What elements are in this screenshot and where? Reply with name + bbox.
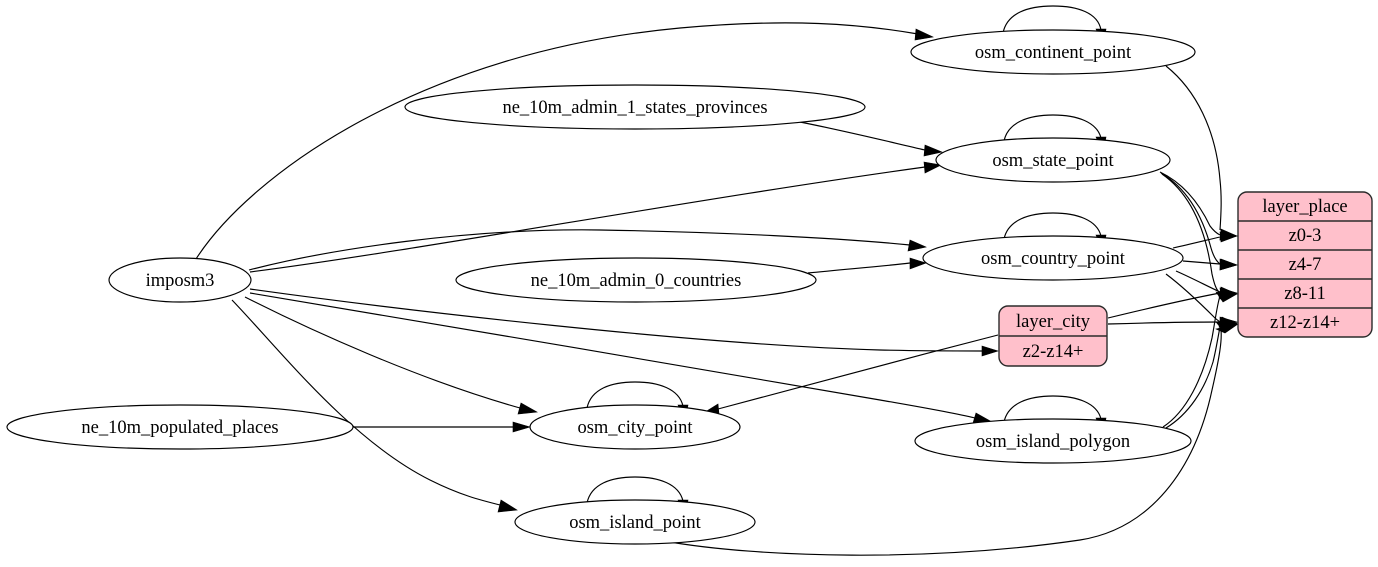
edge-imposm3-to-osm_state_point — [249, 166, 926, 273]
edge-osm_state_point-to-layer_place-z0-3 — [1159, 171, 1221, 236]
node-label-osm_continent_point: osm_continent_point — [975, 43, 1132, 63]
edge-self-loop-osm_country_point — [1003, 212, 1102, 240]
node-osm_city_point[interactable]: osm_city_point — [529, 404, 741, 450]
edge-imposm3-to-osm_island_point — [231, 299, 501, 506]
edge-osm_state_point-to-layer_place-z4-7 — [1160, 172, 1221, 265]
arrowhead-icon — [512, 421, 532, 433]
node-label-osm_country_point: osm_country_point — [981, 249, 1126, 269]
node-ellipse-osm_country_point[interactable] — [922, 235, 1184, 281]
node-osm_island_polygon[interactable]: osm_island_polygon — [914, 418, 1192, 464]
node-ellipse-ne_10m_populated_places[interactable] — [6, 404, 354, 450]
node-ellipse-osm_state_point[interactable] — [935, 137, 1171, 183]
node-ellipse-ne_10m_admin_0_countries[interactable] — [455, 257, 817, 303]
arrowhead-icon — [909, 257, 927, 270]
node-ellipse-osm_continent_point[interactable] — [910, 29, 1196, 75]
edge-osm_continent_point-to-layer_place-z0-3 — [1165, 65, 1222, 231]
node-ne_10m_admin_1_states_provinces[interactable]: ne_10m_admin_1_states_provinces — [404, 84, 866, 130]
node-osm_island_point[interactable]: osm_island_point — [514, 499, 756, 545]
record-layer_place-row-0[interactable]: z0-3 — [1289, 226, 1322, 246]
node-label-osm_island_point: osm_island_point — [569, 513, 701, 533]
edge-imposm3-to-osm_continent_point — [195, 22, 919, 260]
arrowhead-icon — [923, 144, 943, 157]
edge-osm_island_point-to-layer_place-z12-z14+ — [663, 329, 1222, 556]
node-label-osm_island_polygon: osm_island_polygon — [976, 432, 1130, 452]
edge-imposm3-to-osm_city_point — [244, 296, 521, 409]
node-ne_10m_populated_places[interactable]: ne_10m_populated_places — [6, 404, 354, 450]
record-layer_city-title: layer_city — [1016, 312, 1091, 332]
node-osm_state_point[interactable]: osm_state_point — [935, 137, 1171, 183]
record-layer_place-row-2[interactable]: z8-11 — [1284, 284, 1325, 304]
edge-osm_state_point-to-layer_place-z8-11 — [1161, 173, 1221, 294]
edge-ne_10m_admin_0_countries-to-osm_country_point — [807, 262, 911, 274]
arrowhead-icon — [1219, 258, 1238, 271]
node-ellipse-osm_island_polygon[interactable] — [914, 418, 1192, 464]
nodes-layer: imposm3 ne_10m_admin_1_states_provinces … — [6, 29, 1196, 545]
node-osm_country_point[interactable]: osm_country_point — [922, 235, 1184, 281]
record-layer_city-row-0[interactable]: z2-z14+ — [1023, 342, 1084, 362]
edge-self-loop-osm_state_point — [1003, 114, 1102, 142]
records-layer: layer_city z2-z14+ layer_place z0-3 z4-7… — [998, 191, 1373, 367]
node-label-osm_city_point: osm_city_point — [577, 418, 693, 438]
edge-self-loop-osm_island_polygon — [1003, 395, 1102, 423]
arrowhead-icon — [1215, 323, 1239, 334]
node-label-imposm3: imposm3 — [146, 271, 215, 291]
node-label-ne_10m_populated_places: ne_10m_populated_places — [81, 418, 278, 438]
edge-osm_island_polygon-to-layer_place-z12-z14+ — [1165, 326, 1221, 429]
record-layer_place-title: layer_place — [1262, 197, 1347, 217]
edge-ne_10m_admin_1_states_provinces-to-osm_state_point — [799, 121, 926, 151]
edge-layer_city-to-osm_city_point — [717, 334, 999, 410]
edge-layer_city-to-layer_place-z8-11 — [1107, 292, 1221, 319]
arrowhead-icon — [497, 499, 518, 513]
node-ellipse-ne_10m_admin_1_states_provinces[interactable] — [404, 84, 866, 130]
arrowhead-icon — [1219, 231, 1239, 243]
record-layer_city[interactable]: layer_city z2-z14+ — [998, 305, 1108, 367]
arrowhead-icon — [981, 345, 1000, 357]
node-label-osm_state_point: osm_state_point — [992, 151, 1114, 171]
arrowhead-icon — [1215, 291, 1238, 303]
edge-layer_city-to-layer_place-z12-z14+ — [1107, 321, 1221, 325]
node-label-ne_10m_admin_1_states_provinces: ne_10m_admin_1_states_provinces — [502, 98, 767, 118]
node-ellipse-osm_island_point[interactable] — [514, 499, 756, 545]
edge-osm_country_point-to-layer_place-z4-7 — [1182, 260, 1221, 265]
node-ellipse-osm_city_point[interactable] — [529, 404, 741, 450]
arrowhead-icon — [907, 239, 927, 252]
record-layer_place[interactable]: layer_place z0-3 z4-7 z8-11 z12-z14+ — [1237, 191, 1373, 338]
record-layer_place-row-3[interactable]: z12-z14+ — [1270, 313, 1340, 333]
arrowhead-icon — [517, 402, 538, 415]
arrowhead-icon — [923, 161, 942, 174]
edge-self-loop-osm_island_point — [586, 476, 684, 504]
edge-imposm3-to-osm_country_point — [248, 229, 911, 271]
node-label-ne_10m_admin_0_countries: ne_10m_admin_0_countries — [531, 271, 742, 291]
edge-self-loop-osm_city_point — [586, 381, 684, 409]
edge-osm_country_point-to-layer_place-z0-3 — [1172, 236, 1221, 249]
record-layer_place-row-1[interactable]: z4-7 — [1289, 255, 1322, 275]
node-imposm3[interactable]: imposm3 — [108, 257, 252, 303]
edges-layer — [195, 5, 1239, 556]
edge-imposm3-to-layer_city — [249, 288, 983, 352]
edge-imposm3-to-osm_island_polygon — [249, 292, 976, 419]
node-osm_continent_point[interactable]: osm_continent_point — [910, 29, 1196, 75]
edge-self-loop-osm_continent_point — [1002, 5, 1102, 34]
arrowhead-icon — [914, 28, 934, 41]
edge-osm_island_polygon-to-layer_place-z8-11 — [1162, 295, 1221, 428]
edge-osm_country_point-to-layer_place-z8-11 — [1175, 270, 1221, 293]
node-ellipse-imposm3[interactable] — [108, 257, 252, 303]
node-ne_10m_admin_0_countries[interactable]: ne_10m_admin_0_countries — [455, 257, 817, 303]
record-layer_place-bg[interactable] — [1237, 191, 1373, 338]
